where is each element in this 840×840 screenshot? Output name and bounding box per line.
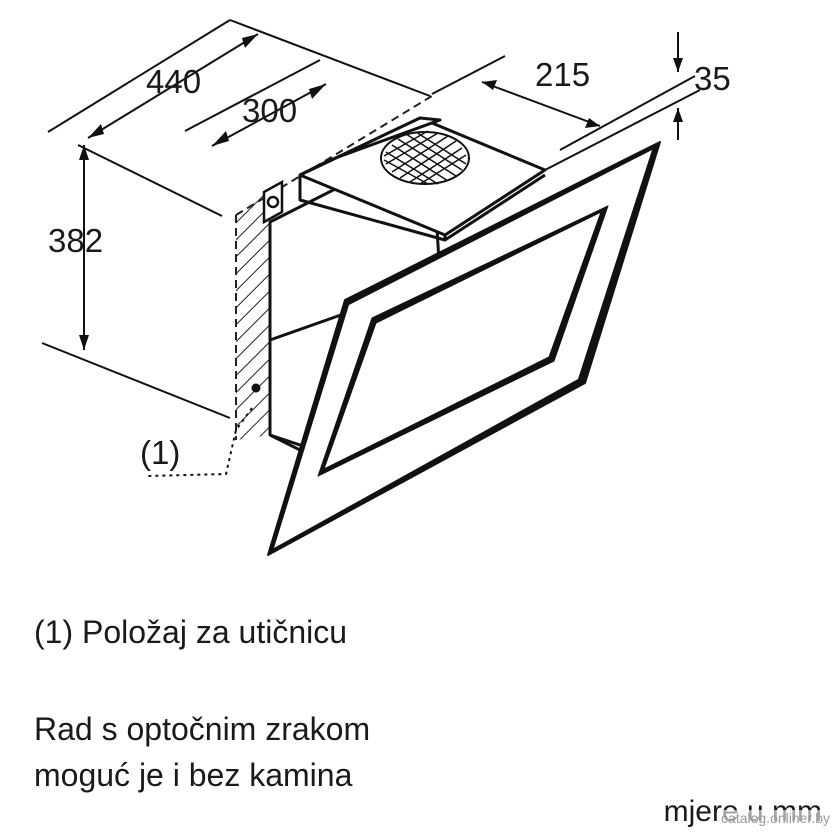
dimension-chimney-offset-label: 215 (535, 56, 590, 93)
socket-position-dot (251, 383, 261, 393)
recirculation-note-line-2: moguć je i bez kamina (34, 757, 353, 793)
dimension-arrows (79, 34, 683, 350)
recirculation-note: Rad s optočnim zrakom moguć je i bez kam… (34, 706, 370, 798)
socket-marker-label: (1) (140, 434, 180, 471)
socket-box-icon (262, 179, 284, 225)
dimension-lines (41, 19, 701, 477)
recirculation-note-line-1: Rad s optočnim zrakom (34, 711, 371, 747)
dimension-glass-gap-label: 35 (694, 60, 731, 97)
hood-dimension-drawing: 440 300 382 215 35 (1) (41, 19, 731, 556)
glass-panel (267, 141, 661, 556)
watermark: catalog.onliner.by (717, 810, 834, 826)
dimension-depth-label: 300 (242, 92, 297, 129)
fan-grille-icon (380, 130, 470, 185)
wall-section (235, 95, 433, 440)
dimension-height-label: 382 (48, 222, 103, 259)
socket-position-note: (1) Položaj za utičnicu (34, 614, 348, 650)
dimension-width-label: 440 (146, 63, 201, 100)
